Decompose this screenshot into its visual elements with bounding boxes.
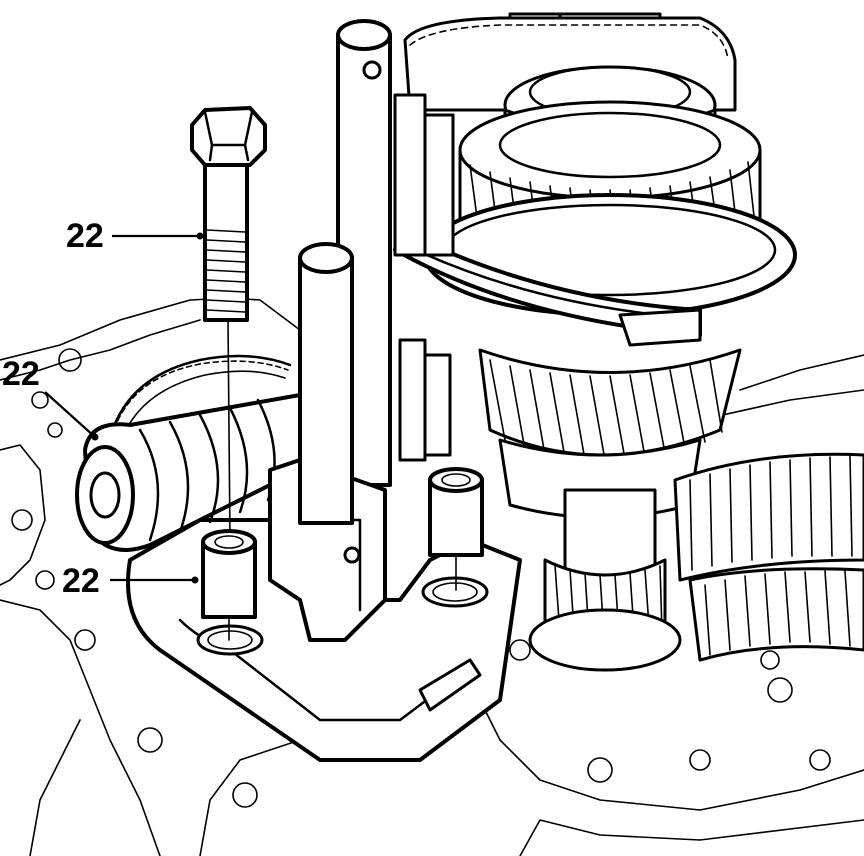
leader-dot-dowel bbox=[191, 576, 199, 584]
shift-fork-arm bbox=[393, 93, 702, 347]
bolt-22 bbox=[190, 106, 267, 541]
callout-label-dowel: 22 bbox=[62, 562, 100, 600]
shift-rod-front bbox=[298, 242, 354, 525]
selector-drum bbox=[75, 393, 322, 552]
callout-label-housing: 22 bbox=[2, 355, 40, 393]
leader-dot-bolt bbox=[196, 232, 204, 240]
leader-housing bbox=[44, 391, 96, 438]
countershaft-gears bbox=[673, 452, 864, 662]
mainshaft-gear-cluster bbox=[403, 12, 797, 672]
transmission-housing bbox=[0, 297, 864, 856]
leader-dot-housing bbox=[91, 433, 99, 441]
callout-leaders bbox=[44, 232, 204, 584]
dowel-sleeve-right bbox=[428, 467, 484, 591]
dowel-sleeve-left bbox=[201, 529, 257, 641]
callout-label-bolt: 22 bbox=[66, 217, 104, 255]
